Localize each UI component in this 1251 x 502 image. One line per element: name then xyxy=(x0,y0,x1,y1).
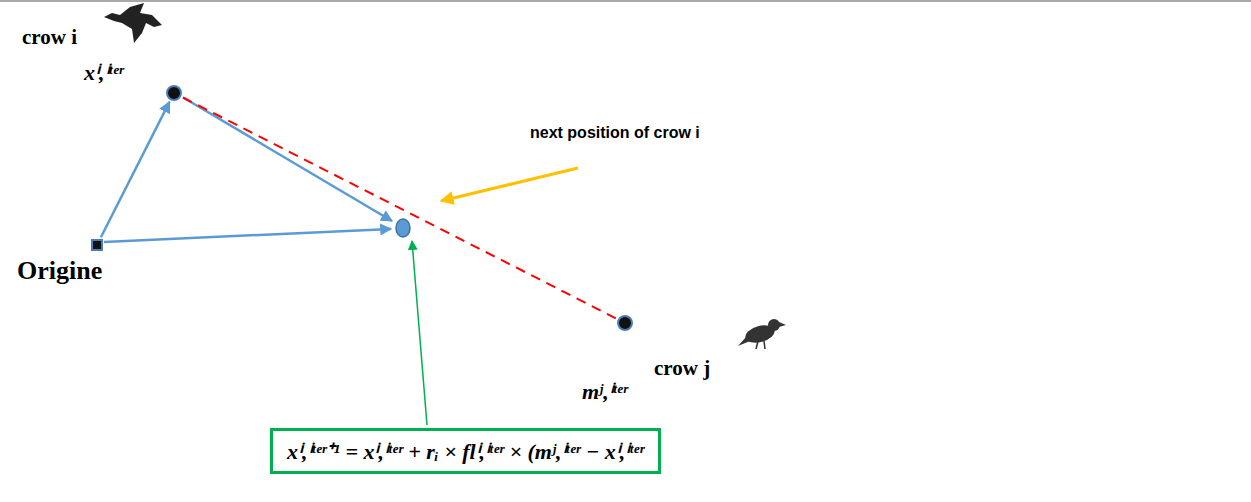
position-vector xyxy=(101,102,170,237)
crow-leg xyxy=(756,341,758,349)
origin-label: Origine xyxy=(17,256,102,286)
crow-leg xyxy=(764,341,765,349)
next-position-dot xyxy=(396,219,410,237)
position-symbol: xⁱ,ⁱᵗᵉʳ xyxy=(84,56,123,86)
next-position-pointer xyxy=(441,168,578,201)
crow-beak xyxy=(779,322,786,327)
crow-name: crow i xyxy=(22,25,77,50)
crow-position-dot: crow ixⁱ,ⁱᵗᵉʳ xyxy=(166,85,182,101)
crow-head xyxy=(768,319,780,331)
top-rule xyxy=(0,0,1251,2)
crow-memory-dot: crow jmʲ,ⁱᵗᵉʳ xyxy=(617,315,633,331)
memory-symbol: mʲ,ⁱᵗᵉʳ xyxy=(582,375,628,405)
crow-silhouette xyxy=(104,3,162,43)
formula-pointer xyxy=(412,241,427,425)
perched-crow-icon xyxy=(738,319,786,349)
move-vector xyxy=(184,98,392,221)
update-formula: xⁱ,ⁱᵗᵉʳ⁺¹ = xⁱ,ⁱᵗᵉʳ + rᵢ × flⁱ,ⁱᵗᵉʳ × (m… xyxy=(287,435,644,465)
crow-tail xyxy=(738,336,750,346)
origin-marker: Origine xyxy=(91,239,103,251)
formula-box: xⁱ,ⁱᵗᵉʳ⁺¹ = xⁱ,ⁱᵗᵉʳ + rᵢ × flⁱ,ⁱᵗᵉʳ × (m… xyxy=(270,428,661,474)
annotation: next position of crow i xyxy=(530,124,700,142)
crow-name: crow j xyxy=(654,356,710,381)
flying-crow-icon xyxy=(104,3,162,43)
result-vector xyxy=(104,229,391,242)
